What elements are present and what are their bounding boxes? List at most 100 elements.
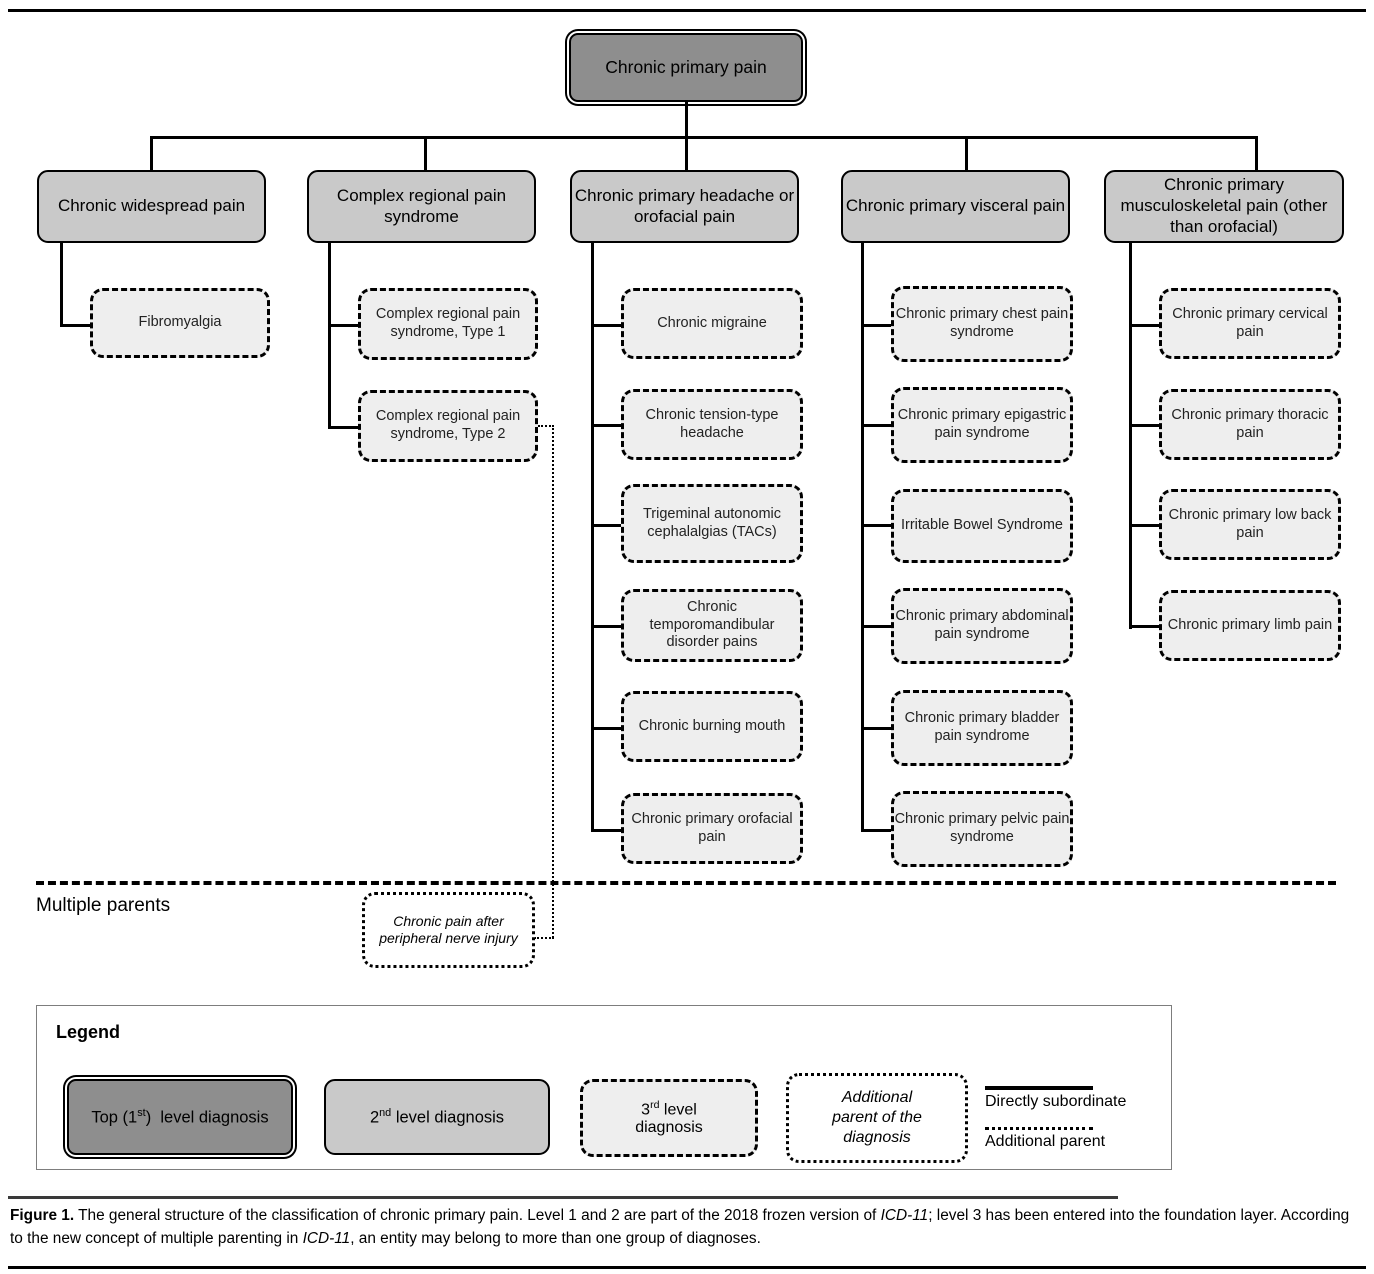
caption-icd-1: ICD-11 — [880, 1207, 929, 1224]
node-label: Chronic pain after peripheral nerve inju… — [379, 912, 518, 946]
node-irritable-bowel-syndrome[interactable]: Irritable Bowel Syndrome — [891, 489, 1073, 563]
col4-stub-5 — [861, 727, 893, 730]
node-label: Chronic widespread pain — [57, 196, 246, 216]
node-chronic-pain-after-peripheral-nerve-injury[interactable]: Chronic pain after peripheral nerve inju… — [362, 892, 535, 968]
node-chronic-primary-abdominal-pain-syndrome[interactable]: Chronic primary abdominal pain syndrome — [891, 588, 1073, 664]
col5-stub-2 — [1129, 424, 1161, 427]
node-label: Complex regional pain syndrome, Type 1 — [375, 306, 521, 340]
node-chronic-primary-pelvic-pain-syndrome[interactable]: Chronic primary pelvic pain syndrome — [891, 791, 1073, 867]
bottom-rule — [8, 1266, 1366, 1269]
node-label: Chronic primary epigastric pain syndrome — [897, 407, 1067, 441]
node-chronic-temporomandibular-disorder-pains[interactable]: Chronic temporomandibular disorder pains — [621, 589, 803, 662]
node-label: Chronic primary bladder pain syndrome — [904, 710, 1060, 744]
col2-stub-2 — [328, 426, 360, 429]
col3-stub-2 — [591, 424, 623, 427]
node-chronic-primary-orofacial-pain[interactable]: Chronic primary orofacial pain — [621, 793, 803, 864]
bus-drop-col1 — [150, 136, 153, 171]
col3-stem — [591, 243, 594, 832]
col5-stub-4 — [1129, 625, 1161, 628]
col3-stub-1 — [591, 324, 623, 327]
node-label: Chronic primary musculoskeletal pain (ot… — [1120, 175, 1328, 236]
node-fibromyalgia[interactable]: Fibromyalgia — [90, 288, 270, 358]
node-chronic-widespread-pain[interactable]: Chronic widespread pain — [37, 170, 266, 243]
dotted-link-seg-bottom — [534, 937, 554, 939]
node-chronic-primary-limb-pain[interactable]: Chronic primary limb pain — [1159, 590, 1341, 661]
node-label: Trigeminal autonomic cephalalgias (TACs) — [642, 505, 782, 540]
node-label: Chronic primary pain — [605, 56, 767, 77]
node-chronic-primary-epigastric-pain-syndrome[interactable]: Chronic primary epigastric pain syndrome — [891, 387, 1073, 463]
col5-stub-1 — [1129, 324, 1161, 327]
col3-stub-3 — [591, 524, 623, 527]
dotted-link-seg-top — [538, 425, 554, 427]
col2-stub-1 — [328, 324, 360, 327]
legend-title: Legend — [56, 1022, 121, 1042]
legend-line-solid-label: Directly subordinate — [985, 1093, 1127, 1110]
node-label: Complex regional pain syndrome, Type 2 — [375, 408, 521, 442]
caption-text-2: ; level 3 has been entered into the foun… — [10, 1207, 1350, 1248]
bus-drop-col3 — [685, 136, 688, 171]
root-stem — [685, 102, 688, 138]
node-label: Fibromyalgia — [138, 314, 222, 331]
col4-stub-4 — [861, 625, 893, 628]
col1-stem — [60, 243, 63, 326]
col4-stem — [861, 243, 864, 832]
node-label: Chronic temporomandibular disorder pains — [649, 598, 775, 651]
col3-stub-6 — [591, 829, 623, 832]
node-label: Chronic primary orofacial pain — [631, 810, 793, 845]
top-rule — [8, 9, 1366, 12]
legend-swatch-second-level: 2nd level diagnosis — [324, 1079, 550, 1155]
node-crps-type-1[interactable]: Complex regional pain syndrome, Type 1 — [358, 288, 538, 360]
legend-swatch-second-level-label: 2nd level diagnosis — [369, 1106, 505, 1127]
node-chronic-primary-thoracic-pain[interactable]: Chronic primary thoracic pain — [1159, 389, 1341, 460]
node-label: Chronic primary thoracic pain — [1171, 406, 1329, 441]
node-chronic-primary-low-back-pain[interactable]: Chronic primary low back pain — [1159, 489, 1341, 560]
node-label: Chronic migraine — [657, 314, 767, 331]
node-label: Irritable Bowel Syndrome — [901, 517, 1063, 534]
col5-stub-3 — [1129, 524, 1161, 527]
node-label: Complex regional pain syndrome — [336, 185, 507, 226]
col5-stem — [1129, 243, 1132, 629]
col4-stub-2 — [861, 424, 893, 427]
col4-stub-6 — [861, 829, 893, 832]
node-chronic-primary-visceral-pain[interactable]: Chronic primary visceral pain — [841, 170, 1070, 243]
node-chronic-primary-musculoskeletal-pain[interactable]: Chronic primary musculoskeletal pain (ot… — [1104, 170, 1344, 243]
node-complex-regional-pain-syndrome[interactable]: Complex regional pain syndrome — [307, 170, 536, 243]
node-label: Chronic primary chest pain syndrome — [895, 306, 1069, 340]
caption-text-3: , an entity may belong to more than one … — [350, 1230, 761, 1248]
caption-icd-2: ICD-11 — [302, 1230, 351, 1248]
node-label: Chronic primary limb pain — [1167, 616, 1333, 633]
col1-stub-1 — [60, 324, 92, 327]
node-label: Chronic primary visceral pain — [845, 196, 1066, 216]
col4-stub-1 — [861, 324, 893, 327]
bus-drop-col5 — [1255, 136, 1258, 171]
node-label: Chronic primary abdominal pain syndrome — [895, 608, 1069, 642]
root-bus — [150, 136, 1257, 139]
node-chronic-primary-headache-or-orofacial-pain[interactable]: Chronic primary headache or orofacial pa… — [570, 170, 799, 243]
node-chronic-primary-bladder-pain-syndrome[interactable]: Chronic primary bladder pain syndrome — [891, 690, 1073, 766]
col4-stub-3 — [861, 524, 893, 527]
node-chronic-primary-pain[interactable]: Chronic primary pain — [569, 33, 803, 102]
node-trigeminal-autonomic-cephalalgias[interactable]: Trigeminal autonomic cephalalgias (TACs) — [621, 484, 803, 563]
node-label: Chronic tension-type headache — [645, 406, 779, 441]
col3-stub-4 — [591, 625, 623, 628]
node-chronic-burning-mouth[interactable]: Chronic burning mouth — [621, 691, 803, 762]
dotted-link-seg-vertical — [552, 425, 554, 938]
multiple-parents-divider — [36, 881, 1336, 885]
multiple-parents-label: Multiple parents — [36, 895, 171, 916]
node-chronic-tension-type-headache[interactable]: Chronic tension-type headache — [621, 389, 803, 460]
node-chronic-primary-cervical-pain[interactable]: Chronic primary cervical pain — [1159, 288, 1341, 359]
figure-caption: Figure 1. The general structure of the c… — [10, 1204, 1360, 1250]
legend-swatch-top-level: Top (1st) level diagnosis — [67, 1079, 293, 1155]
caption-text-1: The general structure of the classificat… — [74, 1207, 881, 1224]
node-crps-type-2[interactable]: Complex regional pain syndrome, Type 2 — [358, 390, 538, 462]
node-label: Chronic primary pelvic pain syndrome — [894, 811, 1070, 845]
node-chronic-primary-chest-pain-syndrome[interactable]: Chronic primary chest pain syndrome — [891, 286, 1073, 362]
caption-top-rule — [8, 1196, 1118, 1199]
bus-drop-col2 — [424, 136, 427, 171]
node-chronic-migraine[interactable]: Chronic migraine — [621, 288, 803, 359]
col3-stub-5 — [591, 727, 623, 730]
node-label: Chronic primary low back pain — [1168, 506, 1332, 541]
